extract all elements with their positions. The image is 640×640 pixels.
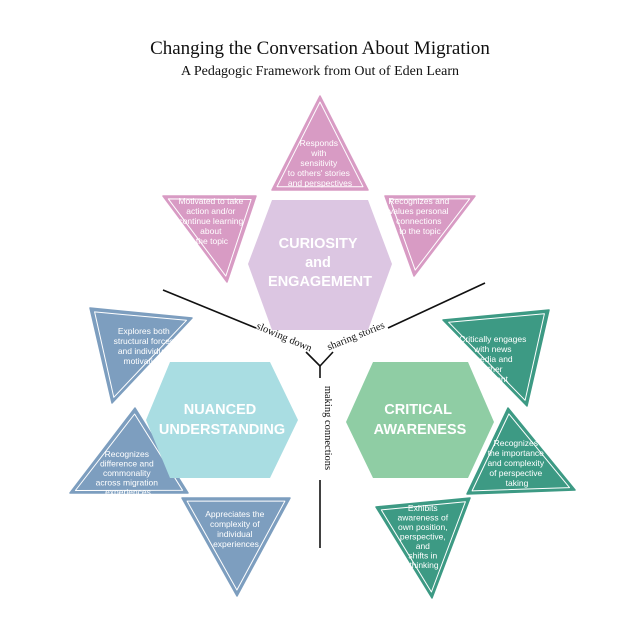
cluster-curiosity: Motivated to take action and/or continue… <box>162 95 476 330</box>
triangle-text-appreciates: Appreciates the complexity of individual… <box>205 509 266 549</box>
triangle-text-recognizes-difference: Recognizes difference and commonality ac… <box>96 449 161 497</box>
triangle-recognizes-perspective-taking <box>466 407 576 495</box>
axis-lines <box>162 282 486 548</box>
page-title: Changing the Conversation About Migratio… <box>150 38 490 59</box>
hexagon-curiosity-engagement <box>248 200 392 330</box>
hexagon-text-nuanced: NUANCED UNDERSTANDING <box>159 402 285 438</box>
hexagon-text-curiosity: CURIOSITY and ENGAGEMENT <box>268 236 372 290</box>
triangle-motivated-to-take-action <box>162 195 257 283</box>
hexagon-critical-awareness <box>346 362 494 478</box>
triangle-exhibits-awareness <box>375 497 471 599</box>
axis-line-slowing-down-outer <box>162 289 257 329</box>
triangle-critically-engages <box>442 309 550 407</box>
triangle-recognizes-personal-connections <box>384 195 476 277</box>
triangle-explores-structural-forces <box>89 307 193 404</box>
triangle-text-motivated: Motivated to take action and/or continue… <box>178 196 245 246</box>
axis-line-sharing-stories-outer <box>387 282 486 329</box>
triangle-text-recognizes-values: Recognizes and values personal connectio… <box>388 196 451 236</box>
triangle-text-critically-engages: Critically engages with news media and o… <box>459 334 528 384</box>
triangle-text-explores: Explores both structural forces and indi… <box>114 326 177 366</box>
axis-line-sharing-stories-inner <box>319 351 334 367</box>
cluster-nuanced: Explores both structural forces and indi… <box>69 307 298 597</box>
triangle-text-exhibits: Exhibits awareness of own position, pers… <box>398 503 451 570</box>
axis-line-slowing-down-inner <box>305 351 321 367</box>
triangle-text-responds: Responds with sensitivity to others' sto… <box>288 138 352 188</box>
hexagon-nuanced-understanding <box>146 362 298 478</box>
page-subtitle: A Pedagogic Framework from Out of Eden L… <box>181 64 459 79</box>
hexagon-text-critical: CRITICAL AWARENESS <box>374 402 467 438</box>
axis-label-making-connections: making connections <box>322 386 333 470</box>
cluster-critical: Critically engages with news media and o… <box>346 309 576 599</box>
triangle-appreciates-complexity <box>181 497 291 597</box>
triangle-text-recognizes-importance: Recognizes the importance and complexity… <box>487 438 546 488</box>
triangle-responds-with-sensitivity <box>271 95 369 191</box>
